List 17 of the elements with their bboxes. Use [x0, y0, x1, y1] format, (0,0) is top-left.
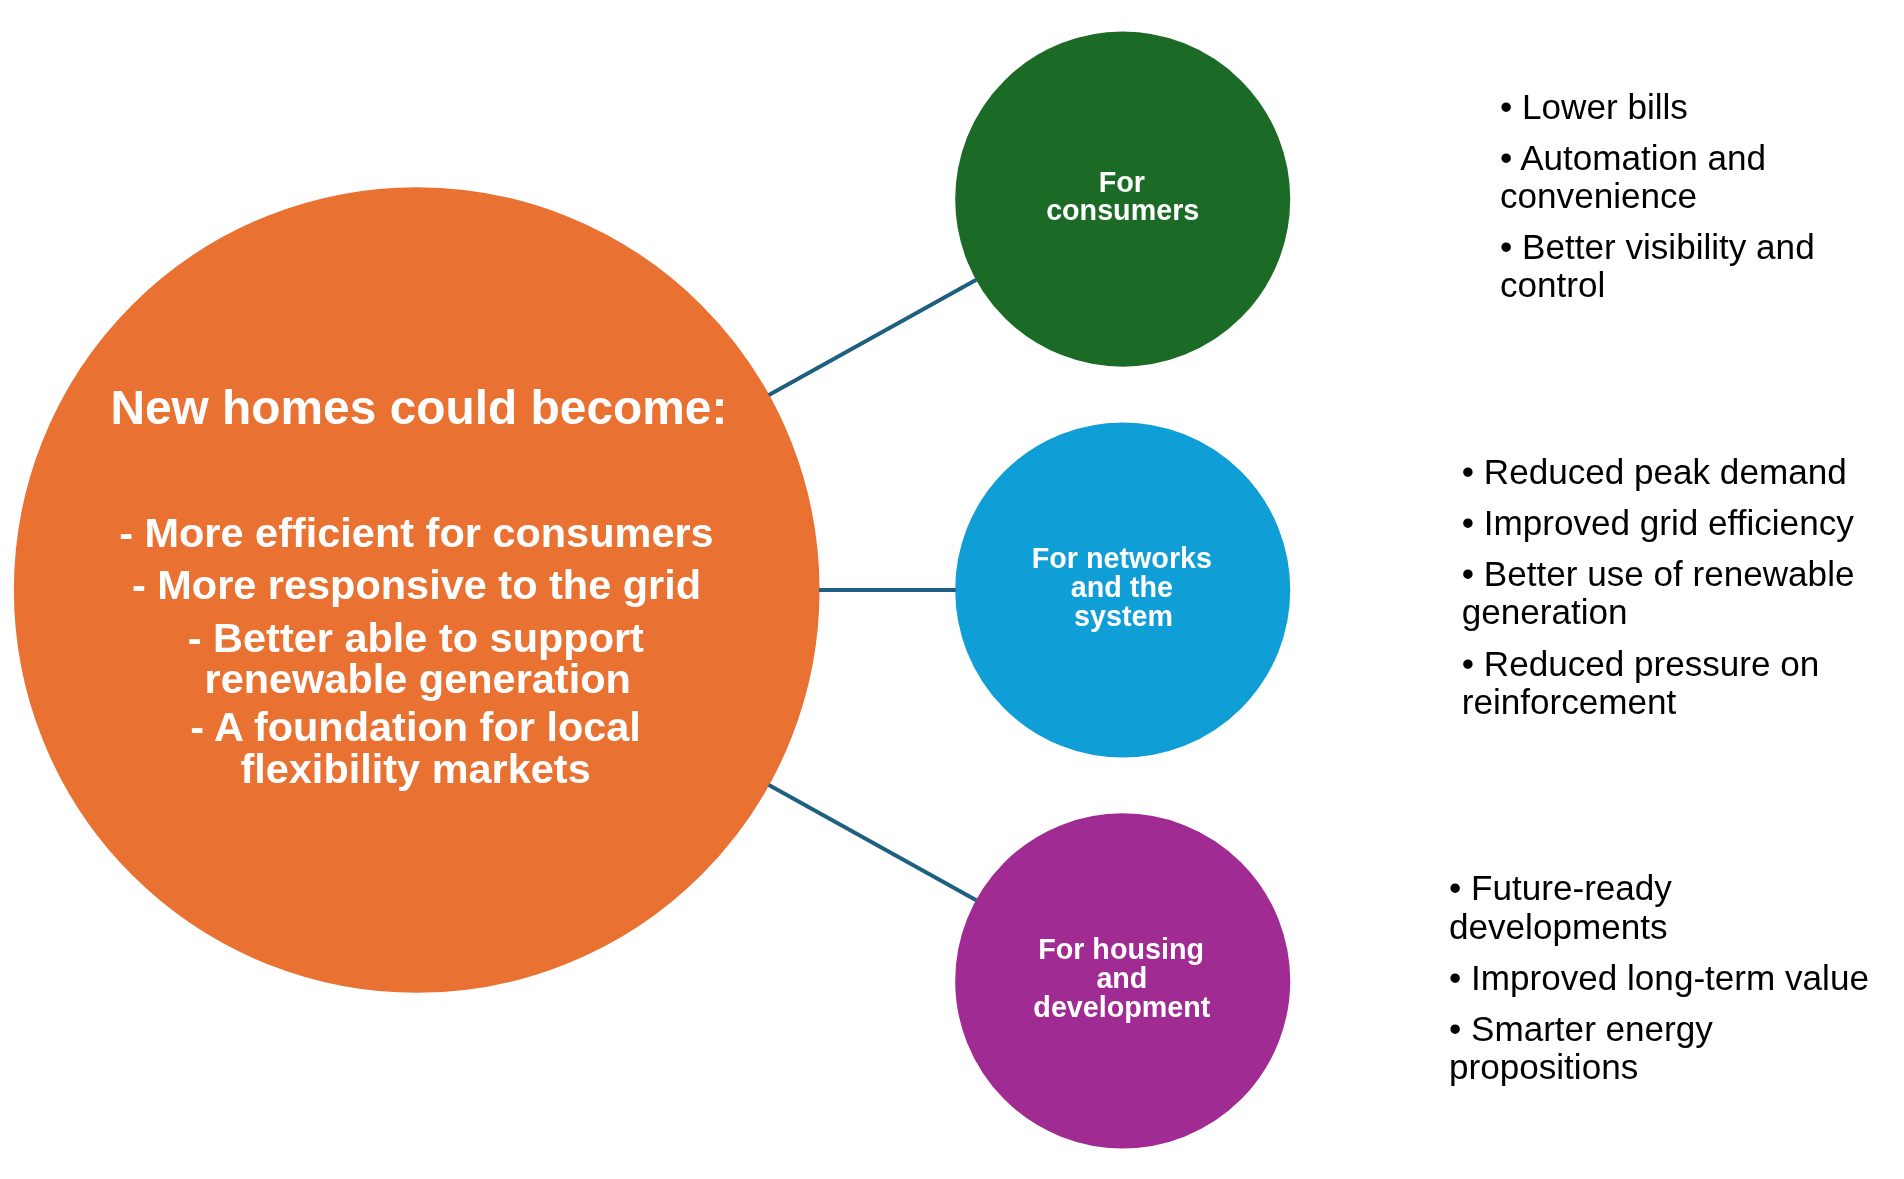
node-label: • Smarter energy propositions [1448, 1008, 1713, 1086]
node-circle: For housing and development [955, 812, 1291, 1148]
node-label: • Lower bills [1500, 86, 1688, 126]
node-label: • Improved long-term value [1448, 957, 1869, 997]
node-label: • Improved grid efficiency [1461, 502, 1854, 542]
node-circle: For networks and the system [955, 421, 1291, 758]
node-label: • Better visibility and control [1500, 226, 1815, 304]
connector [767, 277, 978, 397]
node-label: • Reduced peak demand [1461, 451, 1847, 491]
node-circle: New homes could become: - More efficient for consumers - More responsive to the grid - Better able to support renewable generation - A foundation for local flexibility markets [13, 186, 820, 993]
connector [819, 587, 956, 592]
node-label: • Better use of renewable generation [1461, 553, 1855, 631]
node-label: • Future-ready developments [1448, 867, 1672, 946]
node-label: • Reduced pressure on reinforcement [1461, 643, 1820, 721]
node-circle: For consumers [955, 31, 1291, 367]
connector [767, 782, 978, 902]
node-label: • Automation and convenience [1500, 137, 1766, 215]
